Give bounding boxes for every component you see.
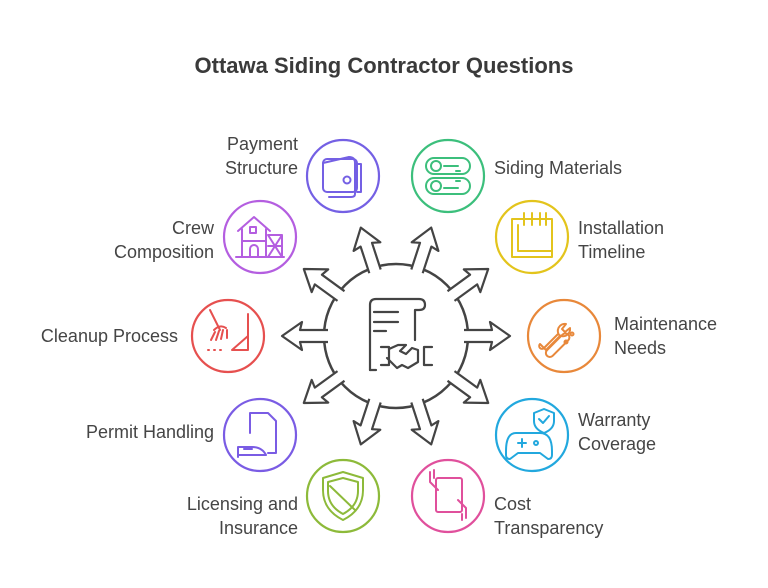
document-stamp-icon xyxy=(237,412,277,458)
log-stack-icon xyxy=(425,157,471,195)
arrow xyxy=(446,370,490,405)
wrench-tools-icon xyxy=(538,322,575,358)
page-title: Ottawa Siding Contractor Questions xyxy=(194,53,574,78)
node-circle xyxy=(410,138,486,214)
arrow xyxy=(352,398,382,446)
arrow xyxy=(280,320,328,352)
label-line: Needs xyxy=(614,338,667,358)
arrow xyxy=(464,320,512,352)
arrow xyxy=(302,370,346,405)
label-line: Coverage xyxy=(578,434,657,454)
label-line: Insurance xyxy=(218,518,298,538)
gamepad-shield-icon xyxy=(505,408,555,460)
label-line: Cleanup Process xyxy=(40,326,178,346)
label-line: Payment xyxy=(226,134,298,154)
hub xyxy=(280,226,512,446)
node-circle xyxy=(494,397,570,473)
arrow xyxy=(410,398,440,446)
label-line: Structure xyxy=(224,158,298,178)
tablet-hands-icon xyxy=(429,469,467,521)
rake-dustpan-icon xyxy=(207,309,249,351)
node-calendar xyxy=(494,199,570,275)
node-label: Permit Handling xyxy=(86,420,214,444)
arrow xyxy=(410,226,440,274)
label-line: Permit Handling xyxy=(85,422,214,442)
node-label: Siding Materials xyxy=(494,156,622,180)
node-log-stack xyxy=(410,138,486,214)
node-circle xyxy=(305,138,381,214)
house-scaffolding-icon xyxy=(235,216,285,258)
label-line: Timeline xyxy=(578,242,646,262)
node-label: Cleanup Process xyxy=(41,324,178,348)
node-gamepad-shield xyxy=(494,397,570,473)
node-circle xyxy=(222,199,298,275)
node-document-stamp xyxy=(222,397,298,473)
label-line: Siding Materials xyxy=(494,158,623,178)
calendar-icon xyxy=(511,212,553,258)
node-house-scaffolding xyxy=(222,199,298,275)
node-wallet xyxy=(305,138,381,214)
label-line: Cost xyxy=(494,494,532,514)
node-circle xyxy=(222,397,298,473)
hub-ring xyxy=(322,262,470,410)
node-wrench-tools xyxy=(526,298,602,374)
label-line: Installation xyxy=(578,218,665,238)
arrow xyxy=(352,226,382,274)
shield-icon xyxy=(322,471,364,521)
node-circle xyxy=(494,199,570,275)
label-line: Maintenance xyxy=(614,314,718,334)
arrow xyxy=(446,267,490,302)
wallet-icon xyxy=(322,156,362,198)
label-line: Licensing and xyxy=(186,494,298,514)
node-circle xyxy=(305,458,381,534)
label-line: Crew xyxy=(171,218,214,238)
node-shield xyxy=(305,458,381,534)
contract-handshake-icon xyxy=(368,297,434,372)
label-line: Composition xyxy=(113,242,214,262)
label-line: Transparency xyxy=(494,518,604,538)
arrow xyxy=(302,267,346,302)
node-circle xyxy=(410,458,486,534)
node-tablet-hands xyxy=(410,458,486,534)
node-rake-dustpan xyxy=(190,298,266,374)
label-line: Warranty xyxy=(578,410,651,430)
